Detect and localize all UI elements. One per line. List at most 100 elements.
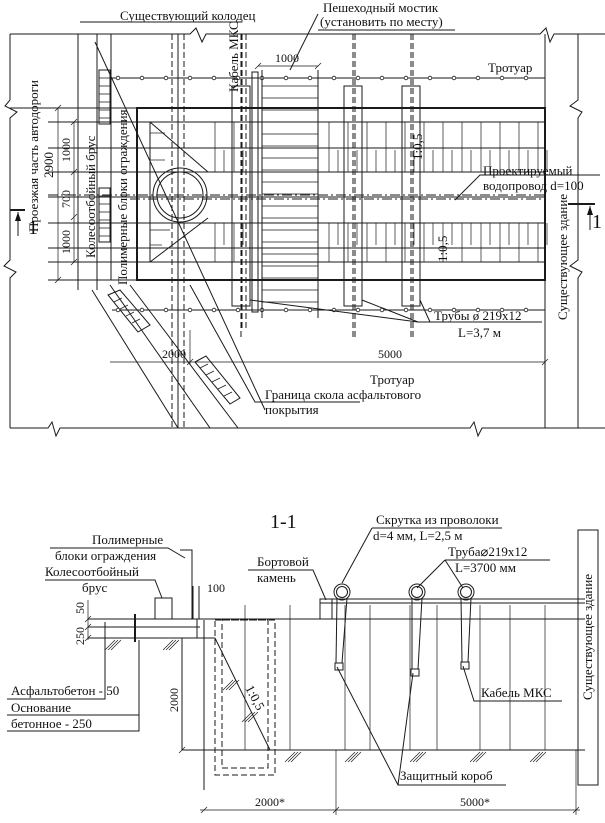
label-roadway: Проезжая часть автодороги xyxy=(26,80,41,232)
well-hatch xyxy=(150,132,175,246)
fence-post xyxy=(451,307,457,313)
footbridge-boards xyxy=(262,85,318,303)
label-pipe-2: L=3700 мм xyxy=(455,560,516,575)
fence-post xyxy=(235,307,241,313)
pipe-outer xyxy=(408,583,426,601)
well-hatch-diag-2 xyxy=(149,217,209,263)
pipes-leader-2 xyxy=(361,299,419,323)
dim-depth: 2000 xyxy=(167,638,186,754)
dim-offset: 100 xyxy=(207,581,225,595)
fence-post xyxy=(163,75,169,81)
curb-stone xyxy=(319,598,333,620)
pipe-inner xyxy=(411,586,423,598)
dim-asphalt: 50 250 xyxy=(73,600,92,645)
label-cable-mks-section: Кабель МКС xyxy=(481,685,552,700)
label-asphalt-boundary-1: Граница скола асфальтового xyxy=(265,387,421,402)
fence-post xyxy=(475,307,481,313)
fence-post xyxy=(187,307,193,313)
pipe-inner xyxy=(336,586,348,598)
dim-bridge-width: 1000 xyxy=(254,51,322,70)
fence-post xyxy=(307,75,313,81)
label-asphalt-boundary-2: покрытия xyxy=(265,402,319,417)
label-designed-pipe-1: Проектируемый xyxy=(483,163,572,178)
fence-post xyxy=(475,75,481,81)
label-pipe-1: Труба⌀219x12 xyxy=(448,544,527,559)
protective-box-leader xyxy=(336,666,506,786)
diag-polymer-blocks xyxy=(107,289,241,405)
label-protective-box: Защитный короб xyxy=(400,768,493,783)
fence-post xyxy=(139,307,145,313)
svg-text:100: 100 xyxy=(207,581,225,595)
pipe-outer xyxy=(333,583,351,601)
plan-left-border xyxy=(3,34,18,428)
label-sidewalk-bottom: Тротуар xyxy=(370,372,414,387)
diag-road-edge-2 xyxy=(109,284,211,429)
wire-twist xyxy=(460,597,463,663)
dim-plan-horizontal: 2000 5000 xyxy=(110,330,549,366)
label-curb-1: Бортовой xyxy=(257,554,309,569)
earth-hatch xyxy=(104,639,547,763)
fence-posts xyxy=(115,75,529,313)
label-sidewalk-top: Тротуар xyxy=(488,60,532,75)
svg-text:2000*: 2000* xyxy=(255,795,285,809)
fence-post xyxy=(499,307,505,313)
section-title: 1-1 xyxy=(270,511,297,533)
section-mark-right: 1 xyxy=(568,203,602,233)
svg-text:5000: 5000 xyxy=(378,347,402,361)
fence-post xyxy=(187,75,193,81)
fence-post xyxy=(427,75,433,81)
polymer-block-top xyxy=(98,69,111,125)
dim-trench-vertical: 1000 700 1000 xyxy=(54,104,78,284)
label-polymer-blocks-2: блоки ограждения xyxy=(55,548,156,563)
label-base-2: бетонное - 250 xyxy=(11,716,92,731)
wire-twist xyxy=(467,597,472,663)
label-wire-twist-1: Скрутка из проволоки xyxy=(376,512,499,527)
label-pipes-2: L=3,7 м xyxy=(458,325,501,340)
dim-roadway-width: 2900 xyxy=(41,152,56,178)
svg-text:1: 1 xyxy=(28,217,38,239)
layers-leader xyxy=(7,622,140,732)
label-slope-section: 1:0,5 xyxy=(242,682,268,712)
asphalt-boundary-leader xyxy=(189,284,360,403)
label-curb-2: камень xyxy=(257,570,296,585)
fence-post xyxy=(211,307,217,313)
pipe-leader xyxy=(416,559,550,589)
plan-top-border xyxy=(10,27,605,44)
label-pipes-1: Трубы ø 219x12 xyxy=(434,308,521,323)
svg-text:1: 1 xyxy=(592,211,602,233)
polymer-block-mid xyxy=(98,187,111,243)
pipes-leader-3 xyxy=(419,299,431,323)
trench-inner xyxy=(149,121,546,263)
label-wheel-guard: Колесоотбойный брус xyxy=(83,135,98,258)
polymer-blocks-leader xyxy=(50,547,186,559)
wheel-guard-leader xyxy=(45,579,163,599)
fence-post xyxy=(331,75,337,81)
label-existing-well: Существующий колодец xyxy=(120,8,255,23)
label-slope-upper: 1:0,5 xyxy=(410,134,425,160)
label-slope-lower: 1:0,5 xyxy=(435,236,450,262)
fence-post xyxy=(307,307,313,313)
label-asphalt: Асфальтобетон - 50 xyxy=(11,683,119,698)
existing-building-wall xyxy=(577,529,599,786)
protective-box xyxy=(410,668,420,677)
fence-post xyxy=(451,75,457,81)
section-hatch-lines xyxy=(244,605,546,750)
well-hatch-diag-1 xyxy=(149,121,209,173)
fence-post xyxy=(283,307,289,313)
wire-twist xyxy=(341,597,348,664)
pipe-outer xyxy=(457,583,475,601)
trench-slope xyxy=(214,637,271,751)
wire-twist xyxy=(335,597,338,664)
svg-text:1000: 1000 xyxy=(59,138,73,162)
diag-road-edge-3 xyxy=(129,284,239,429)
fence-post xyxy=(211,75,217,81)
pipe-inner xyxy=(460,586,472,598)
section-pipes xyxy=(333,583,475,677)
existing-well-inner xyxy=(156,171,204,219)
label-footbridge-1: Пешеходный мостик xyxy=(323,0,439,15)
existing-well-leader xyxy=(94,41,266,411)
svg-text:2000: 2000 xyxy=(167,688,181,712)
footbridge-rail-left xyxy=(251,71,259,313)
wire-twist xyxy=(417,597,423,670)
